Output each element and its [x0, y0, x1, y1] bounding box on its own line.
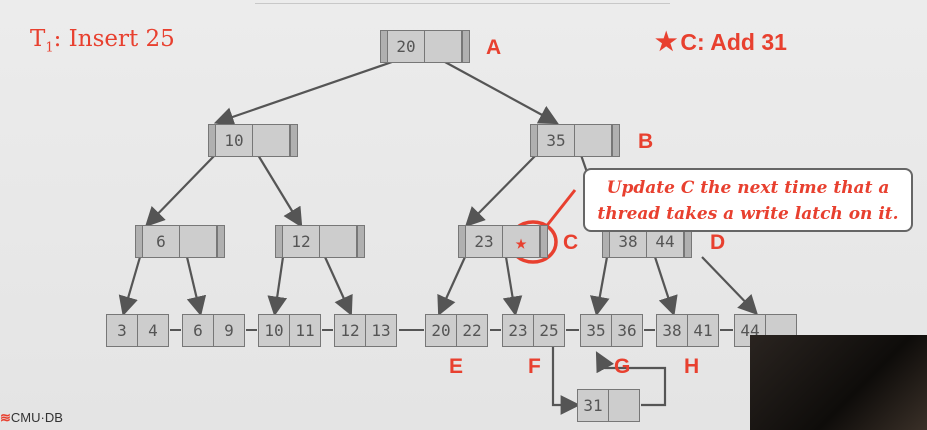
node-root: 20 — [380, 30, 470, 63]
webcam-overlay — [750, 335, 927, 430]
edge-root-35 — [444, 61, 559, 125]
edge-6-leaf2 — [185, 256, 207, 317]
edge-10-6 — [144, 154, 216, 228]
cmu-db-logo: ≋CMU·DB — [0, 410, 63, 425]
action-text: ★C: Add 31 — [655, 28, 787, 56]
callout-note: Update C the next time that a thread tak… — [583, 168, 913, 232]
slide-title: T1: Insert 25 — [30, 26, 175, 56]
edge-c-leaf5 — [437, 256, 467, 317]
edge-overflow-g — [595, 351, 667, 407]
edge-d-leaf9 — [701, 256, 759, 316]
edge-d-leaf7 — [590, 256, 610, 317]
node-35: 35 — [530, 124, 620, 157]
label-e: E — [449, 355, 464, 378]
node-c: 23★ — [458, 225, 548, 258]
label-b: B — [638, 130, 654, 153]
edge-10-12 — [257, 154, 303, 228]
star-icon: ★ — [655, 28, 678, 56]
label-d: D — [710, 231, 726, 254]
label-c: C — [563, 231, 579, 254]
edge-6-leaf1 — [118, 256, 142, 317]
label-f: F — [528, 355, 541, 378]
callout-pointer — [543, 189, 577, 229]
star-icon: ★ — [503, 226, 540, 257]
edge-12-leaf3 — [267, 256, 288, 317]
overflow-node: 31 — [577, 389, 640, 422]
node-12: 12 — [275, 225, 365, 258]
edge-35-c — [464, 154, 537, 228]
edge-root-10 — [213, 60, 393, 127]
label-h: H — [684, 355, 700, 378]
edge-12-leaf4 — [323, 256, 353, 317]
label-a: A — [486, 36, 502, 59]
edge-c-leaf6 — [502, 256, 523, 317]
top-rule — [255, 3, 670, 4]
label-g: G — [614, 355, 631, 378]
edge-d-leaf8 — [653, 256, 678, 317]
node-6: 6 — [135, 225, 225, 258]
node-10: 10 — [208, 124, 298, 157]
edge-f-overflow — [551, 347, 581, 415]
